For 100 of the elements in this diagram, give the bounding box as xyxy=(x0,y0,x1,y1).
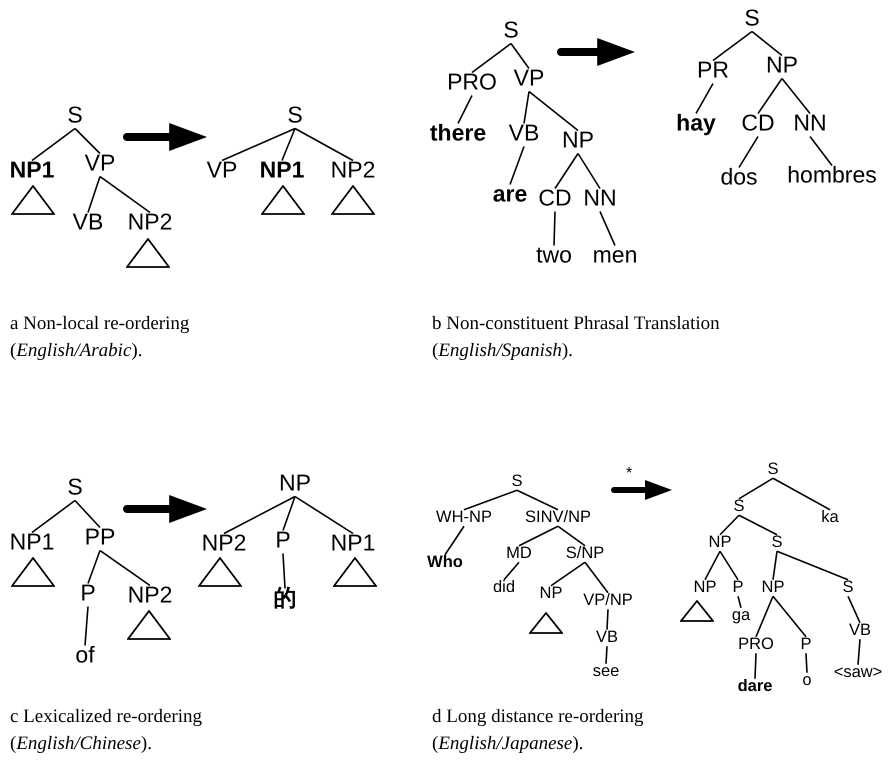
tree-branch-line xyxy=(457,95,473,124)
tree-node-label: there xyxy=(430,122,486,144)
tree-branch-line xyxy=(444,526,465,556)
tree-branch-line xyxy=(847,596,861,624)
figure-caption: d Long distance re-ordering (English/Japanese). xyxy=(432,705,645,756)
figure-caption: c Lexicalized re-ordering (English/Chinese). xyxy=(10,705,203,756)
tree-node-label: S xyxy=(744,6,760,30)
tree-node-label: NP xyxy=(540,584,562,602)
tree-node-label: S xyxy=(512,472,522,490)
tree-branch-line xyxy=(32,500,76,534)
tree-branch-line xyxy=(84,606,89,646)
tree-node-label: NP1 xyxy=(330,532,376,554)
tree-node-label: S/NP xyxy=(566,544,604,562)
tree-node-label: dare xyxy=(738,678,772,694)
tree-branch-line xyxy=(503,562,520,580)
tree-node-label: men xyxy=(592,244,638,266)
figure-caption: a Non-local re-ordering (English/Arabic). xyxy=(10,312,190,363)
tree-branch-line xyxy=(695,83,714,114)
tree-node-label: ka xyxy=(821,508,839,526)
tree-branch-line xyxy=(294,496,354,534)
tree-branch-line xyxy=(32,128,76,162)
tree-branch-line xyxy=(294,128,354,162)
tree-branch-line xyxy=(281,128,296,161)
tree-node-label: <saw> xyxy=(834,664,882,680)
tree-branch-line xyxy=(100,176,150,214)
tree-node-label: VB xyxy=(508,122,540,144)
tree-branch-line xyxy=(719,514,740,536)
tree-node-label: did xyxy=(492,578,516,596)
tree-node-label: VB xyxy=(596,628,618,646)
triangle-symbol xyxy=(680,600,714,622)
tree-node-label: S xyxy=(734,498,744,514)
tree-branch-line xyxy=(509,146,525,185)
tree-node-label: of xyxy=(75,644,95,666)
triangle-symbol xyxy=(126,238,170,268)
tree-branch-line xyxy=(100,550,150,586)
tree-node-label: NP xyxy=(279,472,311,494)
tree-branch-line xyxy=(772,551,778,580)
figure-caption: b Non-constituent Phrasal Translation (English/Spanish). xyxy=(432,312,721,363)
tree-node-label: NP2 xyxy=(128,584,172,606)
tree-branch-line xyxy=(282,496,296,531)
tree-node-label: MD xyxy=(506,544,532,562)
triangle-symbol xyxy=(333,557,377,587)
triangle-symbol xyxy=(11,557,55,587)
tree-node-label: hay xyxy=(676,112,716,134)
tree-node-label: CD xyxy=(741,112,775,134)
tree-node-label: S xyxy=(842,578,854,596)
tree-branch-line xyxy=(857,639,861,665)
tree-node-label: NP xyxy=(766,54,798,76)
tree-branch-line xyxy=(74,128,101,154)
tree-node-label: PR xyxy=(697,58,729,82)
triangle-symbol xyxy=(529,612,563,634)
tree-node-label: WH-NP xyxy=(436,508,492,526)
tree-branch-line xyxy=(599,211,616,246)
tree-node-label: P xyxy=(732,578,744,596)
triangle-symbol xyxy=(198,557,242,587)
tree-node-label: PRO xyxy=(447,70,497,94)
tree-branch-line xyxy=(738,478,774,500)
tree-branch-line xyxy=(712,30,752,62)
tree-node-label: VP xyxy=(84,152,116,174)
tree-branch-line xyxy=(577,153,601,189)
tree-branch-line xyxy=(516,490,558,510)
tree-node-label: VB xyxy=(849,622,871,638)
tree-node-label: NP xyxy=(708,534,732,550)
tree-node-label: are xyxy=(492,182,528,206)
tree-branch-line xyxy=(809,136,833,166)
tree-node-label: NP2 xyxy=(128,210,172,234)
tree-branch-line xyxy=(776,550,848,580)
tree-branch-line xyxy=(472,42,512,74)
tree-node-label: NP2 xyxy=(202,532,246,554)
tree-branch-line xyxy=(737,596,742,608)
tree-node-label: CD xyxy=(538,186,572,210)
tree-branch-line xyxy=(752,30,782,56)
tree-branch-line xyxy=(558,526,586,546)
tree-node-label: dos xyxy=(720,166,758,188)
tree-node-label: NP1 xyxy=(10,158,54,182)
tree-node-label: S xyxy=(772,534,782,550)
triangle-symbol xyxy=(261,185,305,215)
tree-node-label: VB xyxy=(72,210,104,234)
tree-branch-line xyxy=(528,90,578,132)
tree-node-label: S xyxy=(67,104,83,126)
tree-branch-line xyxy=(805,653,808,673)
triangle-symbol xyxy=(331,185,375,215)
tree-branch-line xyxy=(605,646,608,664)
tree-node-label: 的 xyxy=(274,586,296,610)
tree-branch-line xyxy=(704,550,721,580)
tree-branch-line xyxy=(74,500,101,528)
tree-branch-line xyxy=(510,43,530,69)
tree-node-label: Who xyxy=(427,554,463,570)
tree-node-label: NP2 xyxy=(330,158,376,182)
tree-node-label: PP xyxy=(84,526,116,548)
tree-branch-line xyxy=(554,153,579,189)
tree-branch-line xyxy=(738,136,759,168)
tree-branch-line xyxy=(87,550,101,584)
tree-branch-line xyxy=(719,550,739,580)
tree-node-label: NP xyxy=(562,128,594,152)
tree-node-label: SINV/NP xyxy=(524,508,592,526)
tree-branch-line xyxy=(757,78,783,114)
tree-node-label: VP xyxy=(514,66,544,90)
tree-node-label: PRO xyxy=(738,636,774,652)
tree-branch-line xyxy=(772,478,830,510)
